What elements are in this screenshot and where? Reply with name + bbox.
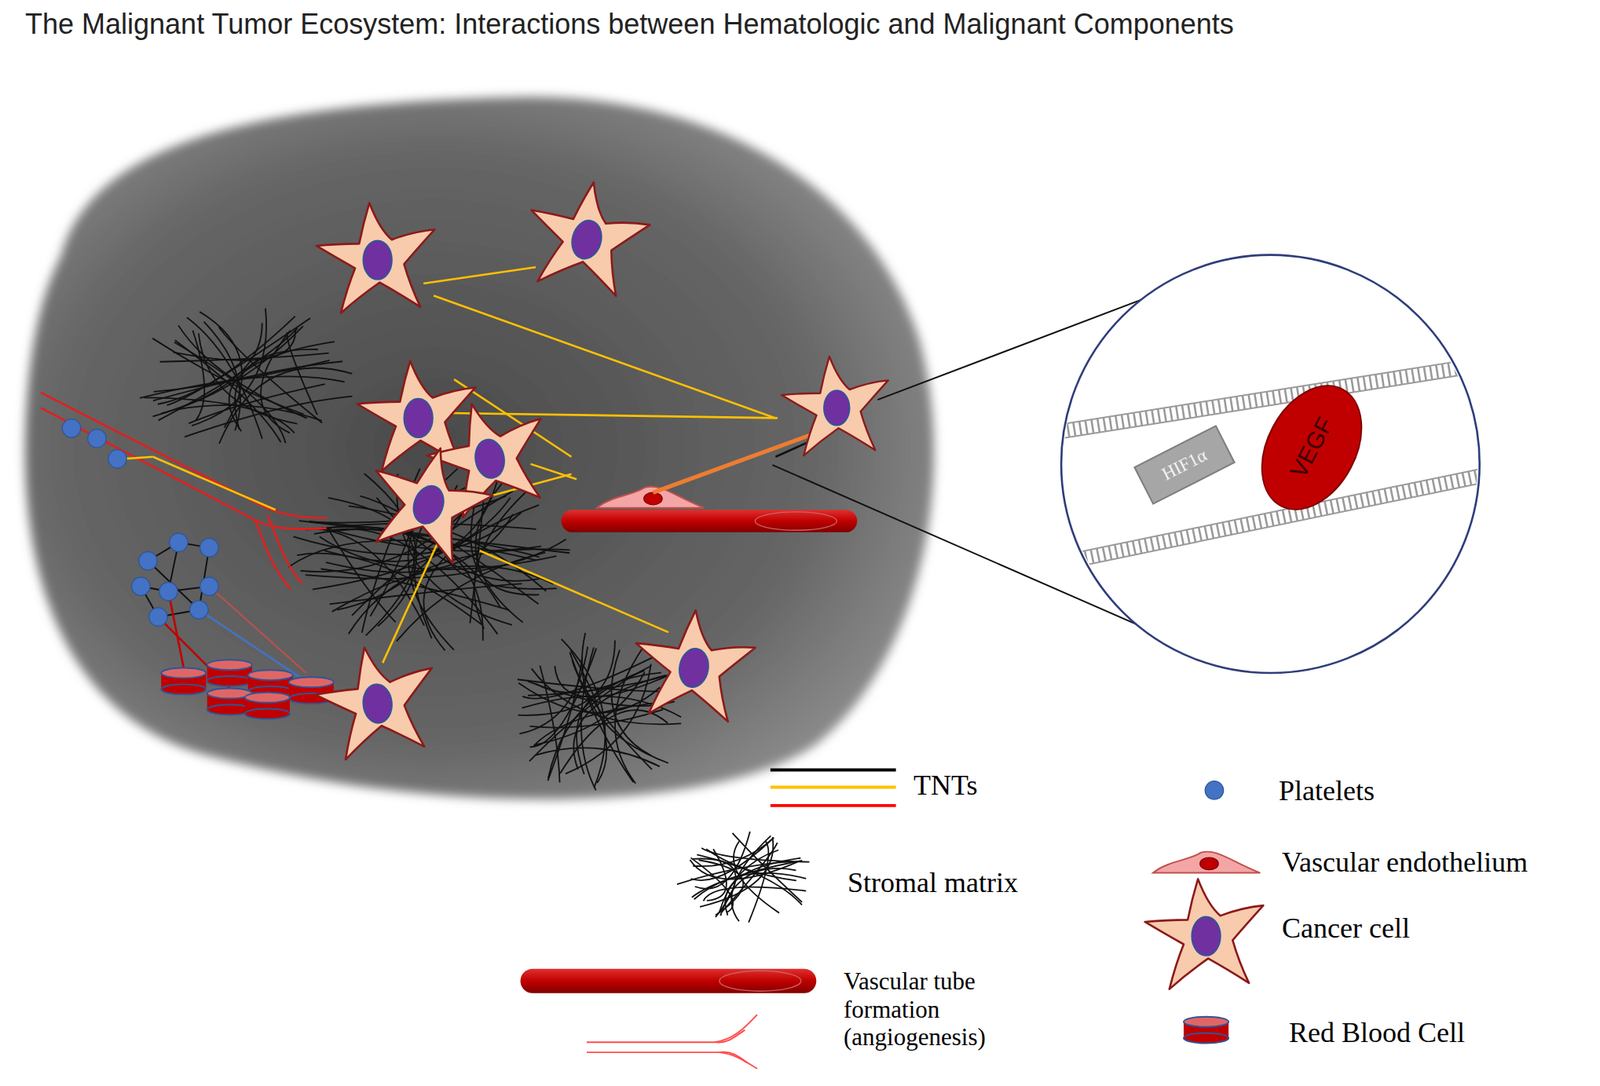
angiogenic-vessel <box>40 392 327 590</box>
legend-label: Cancer cell <box>1281 912 1410 945</box>
legend-label: Red Blood Cell <box>1288 1017 1465 1050</box>
node-label: HIF1α <box>1158 445 1211 486</box>
legend-stromal-matrix <box>677 831 810 923</box>
tnt-lines <box>153 267 778 663</box>
legend-endothelium <box>1153 852 1260 874</box>
red-blood-cell <box>161 659 334 719</box>
tumor-mass <box>25 96 934 799</box>
dna-strand <box>1061 358 1480 571</box>
legend-label: Stromal matrix <box>847 867 1018 900</box>
legend-cancer-cell <box>1145 878 1264 989</box>
tnt-line <box>652 428 828 493</box>
legend-label: TNTs <box>913 769 978 802</box>
factor-box: HIF1α <box>1133 424 1236 506</box>
legend-label: Platelets <box>1278 775 1375 808</box>
vascular-tube <box>561 509 858 533</box>
legend-tnt-sample <box>770 769 897 806</box>
platelet <box>62 419 127 469</box>
diagram-title: The Malignant Tumor Ecosystem: Interacti… <box>25 7 1234 41</box>
cancer-cell <box>311 168 889 762</box>
platelet <box>131 533 219 627</box>
legend-vascular-tube <box>520 969 817 994</box>
legend-rbc <box>1183 1017 1229 1044</box>
legend-platelet <box>1204 781 1223 800</box>
zoom-circle <box>1061 255 1480 674</box>
factor-ellipse: VEGF <box>1239 366 1384 529</box>
legend-angiogenesis <box>586 1014 758 1070</box>
legend-label: Vascular tube formation (angiogenesis) <box>843 967 1040 1052</box>
legend-label: Vascular endothelium <box>1281 846 1528 879</box>
vascular-endothelium <box>596 486 704 509</box>
stromal-matrix <box>139 308 352 444</box>
